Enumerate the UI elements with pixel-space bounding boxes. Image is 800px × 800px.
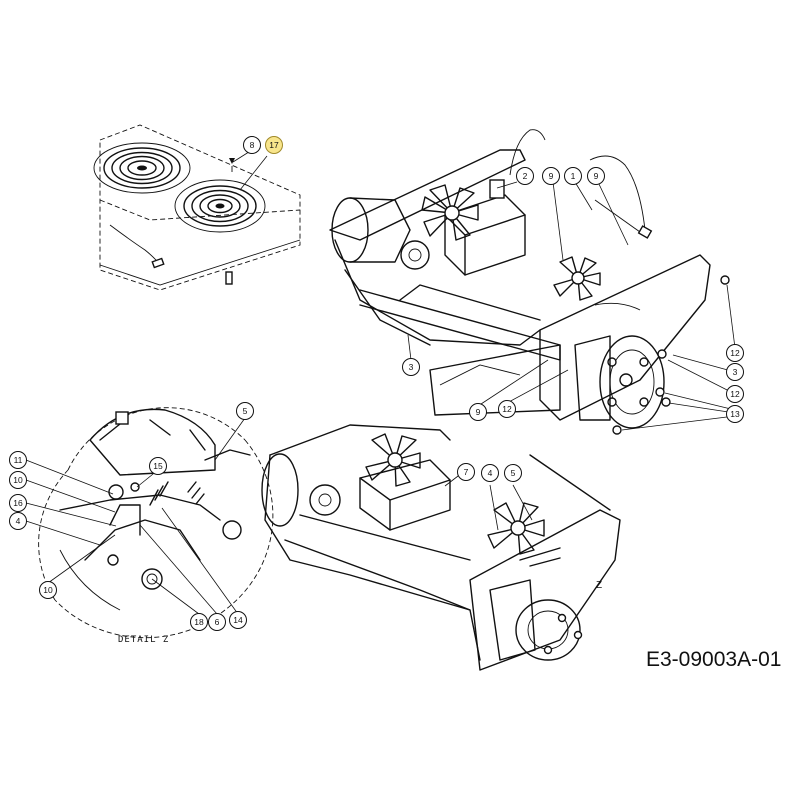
lower-assembly	[261, 424, 621, 671]
callout-15[interactable]: 15	[149, 457, 167, 475]
svg-text:2: 2	[523, 171, 528, 181]
callout-5-lower[interactable]: 5	[504, 464, 522, 482]
svg-text:12: 12	[502, 404, 512, 414]
lower-fan-left	[365, 433, 421, 487]
callout-16[interactable]: 16	[9, 494, 27, 512]
callout-11[interactable]: 11	[9, 451, 27, 469]
callout-1[interactable]: 1	[564, 167, 582, 185]
svg-text:10: 10	[13, 475, 23, 485]
callout-4-detail[interactable]: 4	[9, 512, 27, 530]
lower-fan-right	[487, 502, 545, 555]
svg-text:12: 12	[730, 389, 740, 399]
svg-text:12: 12	[730, 348, 740, 358]
callout-6[interactable]: 6	[208, 613, 226, 631]
svg-text:5: 5	[243, 406, 248, 416]
drawing-code-label: E3-09003A-01	[646, 648, 782, 671]
svg-text:9: 9	[549, 171, 554, 181]
cooling-fan-upper	[421, 184, 479, 241]
callout-4-lower[interactable]: 4	[481, 464, 499, 482]
callout-12-lower[interactable]: 12	[498, 400, 516, 418]
callout-2[interactable]: 2	[516, 167, 534, 185]
callout-12-upper[interactable]: 12	[726, 344, 744, 362]
callout-10-lower[interactable]: 10	[39, 581, 57, 599]
svg-text:18: 18	[194, 617, 204, 627]
detail-z-caption: DETAIL Z	[118, 635, 169, 645]
fan-guard-inset	[93, 124, 301, 291]
svg-text:3: 3	[733, 367, 738, 377]
callout-17-highlighted[interactable]: 17	[265, 136, 283, 154]
svg-text:17: 17	[269, 140, 279, 150]
svg-text:5: 5	[511, 468, 516, 478]
svg-text:15: 15	[153, 461, 163, 471]
detail-z-view	[38, 407, 274, 639]
callout-9-lower[interactable]: 9	[469, 403, 487, 421]
callout-3-left[interactable]: 3	[402, 358, 420, 376]
svg-text:1: 1	[571, 171, 576, 181]
svg-text:4: 4	[488, 468, 493, 478]
callout-7[interactable]: 7	[457, 463, 475, 481]
view-z-marker: Z	[596, 580, 602, 591]
callout-12-middle[interactable]: 12	[726, 385, 744, 403]
callout-9-upper[interactable]: 9	[542, 167, 560, 185]
wheel-hub	[574, 335, 665, 429]
callout-8[interactable]: 8	[243, 136, 261, 154]
main-assembly	[329, 129, 730, 435]
svg-text:16: 16	[13, 498, 23, 508]
svg-text:9: 9	[594, 171, 599, 181]
svg-text:10: 10	[43, 585, 53, 595]
callout-13[interactable]: 13	[726, 405, 744, 423]
svg-text:13: 13	[730, 409, 740, 419]
svg-text:11: 11	[14, 455, 23, 465]
fan-guard-right	[174, 179, 266, 233]
svg-text:8: 8	[250, 140, 255, 150]
svg-text:14: 14	[233, 615, 243, 625]
svg-text:9: 9	[476, 407, 481, 417]
callout-14[interactable]: 14	[229, 611, 247, 629]
cooling-fan-right	[553, 256, 601, 301]
callout-18[interactable]: 18	[190, 613, 208, 631]
callout-10-upper[interactable]: 10	[9, 471, 27, 489]
svg-text:6: 6	[215, 617, 220, 627]
svg-text:4: 4	[16, 516, 21, 526]
callout-5-detail[interactable]: 5	[236, 402, 254, 420]
callout-3-right[interactable]: 3	[726, 363, 744, 381]
callouts: 8 17 2 9 1 9 3 12 3 12 13 9 12 5 11 10 1…	[9, 136, 744, 631]
svg-text:7: 7	[464, 467, 469, 477]
callout-9-right[interactable]: 9	[587, 167, 605, 185]
svg-text:3: 3	[409, 362, 414, 372]
fan-guard-left	[93, 142, 191, 194]
